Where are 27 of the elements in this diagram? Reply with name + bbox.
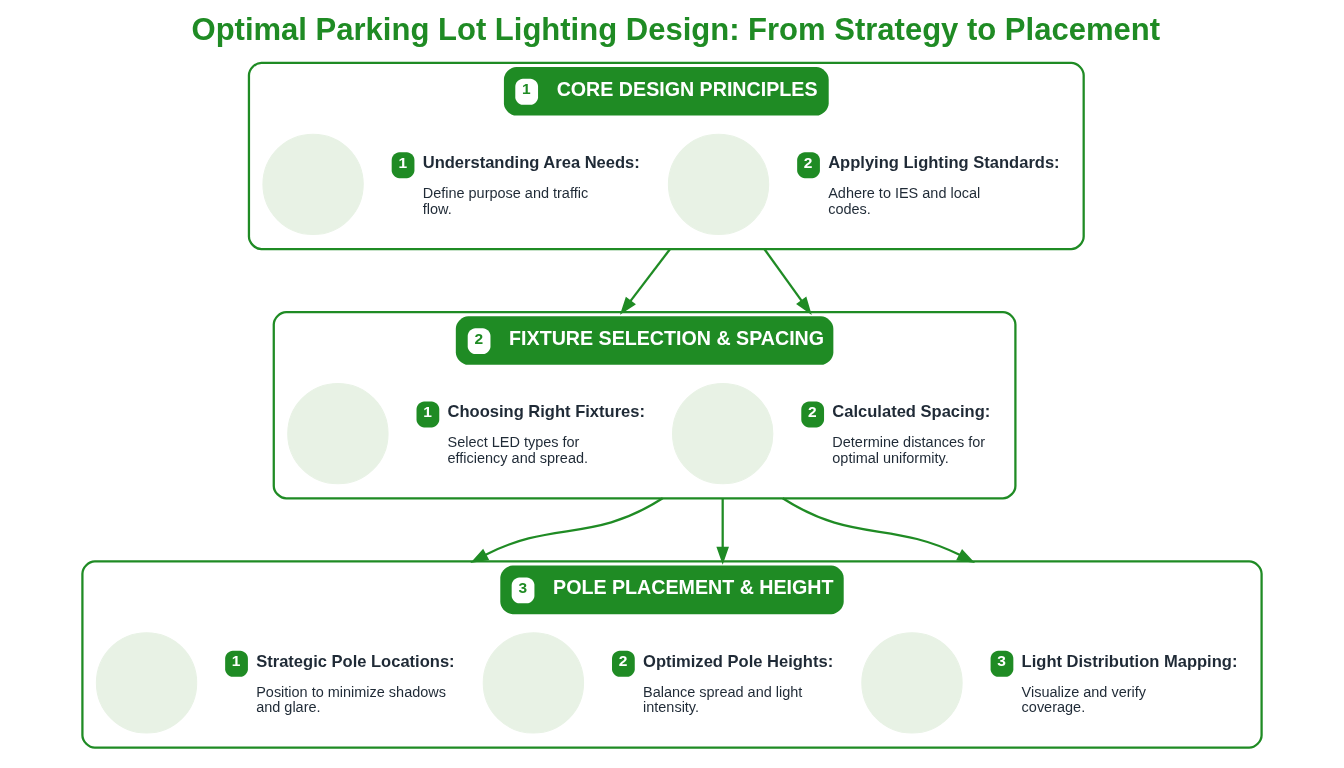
node-circle [262, 133, 364, 236]
node-circle [667, 133, 770, 236]
node-circle [672, 382, 774, 485]
arrow [619, 248, 671, 315]
node-label: Define purpose and traffic flow. [422, 185, 589, 217]
arrow [782, 497, 976, 563]
node-circle [95, 632, 198, 734]
node-label: Light Distribution Mapping: [1021, 651, 1238, 671]
node-label: Balance spread and light intensity. [643, 683, 803, 716]
arrow [763, 248, 812, 315]
node-label: Optimized Pole Heights: [643, 651, 834, 671]
node-label: Applying Lighting Standards: [828, 153, 1060, 173]
node-label: Calculated Spacing: [832, 402, 991, 422]
node-circle [482, 632, 585, 734]
node-label: Adhere to IES and local codes. [828, 185, 981, 217]
node-label: Position to minimize shadows and glare. [256, 683, 446, 716]
node-circle [287, 382, 389, 485]
arrow [716, 498, 729, 565]
node-circle [861, 632, 963, 734]
diagram-title: Optimal Parking Lot Lighting Design: From Strategy to Placement [191, 12, 1161, 48]
arrow [470, 497, 664, 564]
node-label: Visualize and verify coverage. [1021, 683, 1147, 716]
node-label: Understanding Area Needs: [422, 153, 640, 173]
node-label: Strategic Pole Locations: [256, 651, 455, 671]
node-label: Choosing Right Fixtures: [447, 402, 645, 422]
node-label: Determine distances for optimal uniformity. [832, 434, 986, 466]
node-label: Select LED types for efficiency and spread. [447, 434, 589, 466]
